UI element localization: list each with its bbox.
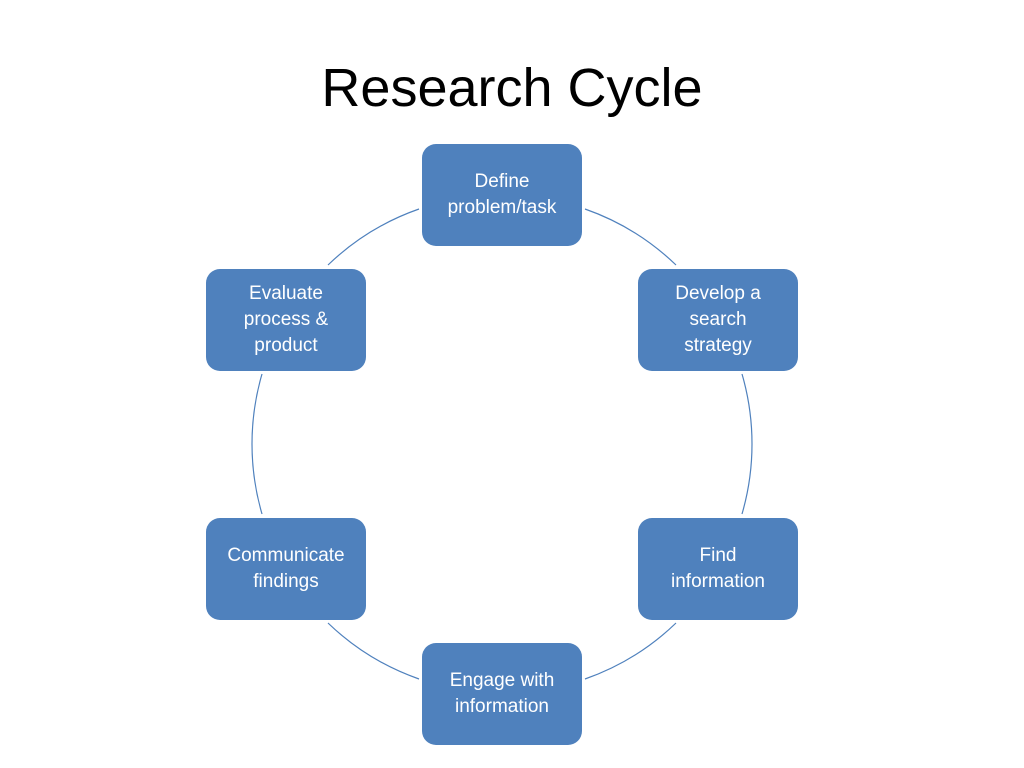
- cycle-step-evaluate: Evaluate process & product: [206, 269, 366, 371]
- slide-title: Research Cycle: [321, 58, 703, 118]
- connector-arc-4: [327, 622, 420, 680]
- cycle-step-develop-strategy: Develop a search strategy: [638, 269, 798, 371]
- cycle-step-label: Find information: [671, 545, 765, 592]
- cycle-step-find-information: Find information: [638, 518, 798, 620]
- connector-arc-3: [584, 622, 677, 680]
- connector-arc-5: [251, 373, 263, 515]
- cycle-step-define-problem: Define problem/task: [422, 144, 582, 246]
- cycle-step-communicate-findings: Communicate findings: [206, 518, 366, 620]
- connector-arc-1: [584, 208, 677, 266]
- cycle-step-label: Define problem/task: [447, 171, 557, 218]
- cycle-step-engage-information: Engage with information: [422, 643, 582, 745]
- connector-arc-2: [741, 373, 753, 515]
- cycle-step-label: Evaluate process & product: [243, 283, 329, 356]
- cycle-step-label: Develop a search strategy: [675, 283, 761, 356]
- cycle-step-label: Communicate findings: [227, 545, 345, 592]
- cycle-step-label: Engage with information: [449, 670, 555, 717]
- connector-arc-6: [327, 208, 420, 266]
